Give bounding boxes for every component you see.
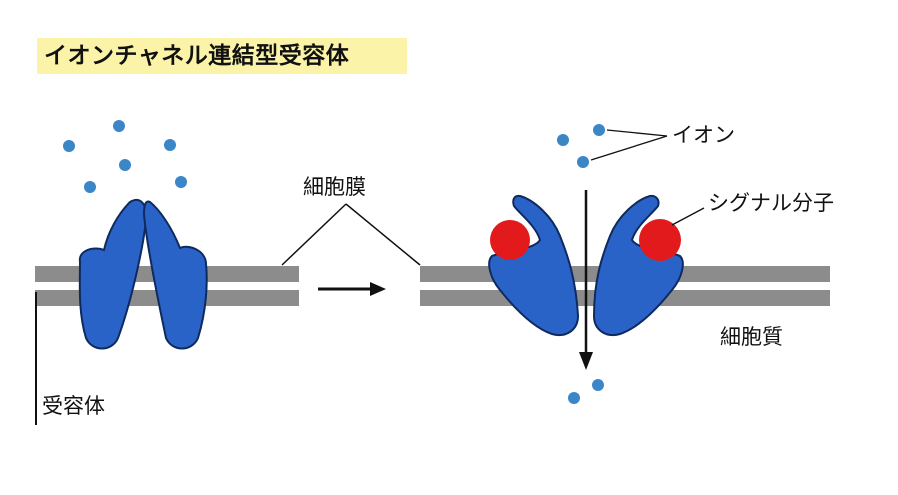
ions-outside-right — [557, 124, 605, 168]
receptor-open — [488, 194, 684, 336]
membrane-leader-lines — [281, 203, 421, 266]
signal-molecule-label: シグナル分子 — [708, 191, 834, 215]
cytoplasm-label: 細胞質 — [720, 325, 783, 349]
ion-leader-lines — [590, 129, 668, 161]
membrane-label: 細胞膜 — [303, 175, 366, 199]
diagram-title: イオンチャネル連結型受容体 — [44, 43, 350, 69]
receptor-label: 受容体 — [42, 394, 105, 418]
ion-label: イオン — [672, 123, 735, 147]
process-arrow — [318, 282, 386, 296]
ions-inside-right — [568, 379, 604, 404]
receptor-closed — [78, 198, 208, 350]
signal-leader-line — [671, 207, 705, 226]
ion-flow-arrow — [579, 190, 593, 370]
title-highlight — [37, 38, 407, 74]
ions-outside-left — [63, 120, 187, 193]
signal-molecules — [490, 219, 681, 261]
